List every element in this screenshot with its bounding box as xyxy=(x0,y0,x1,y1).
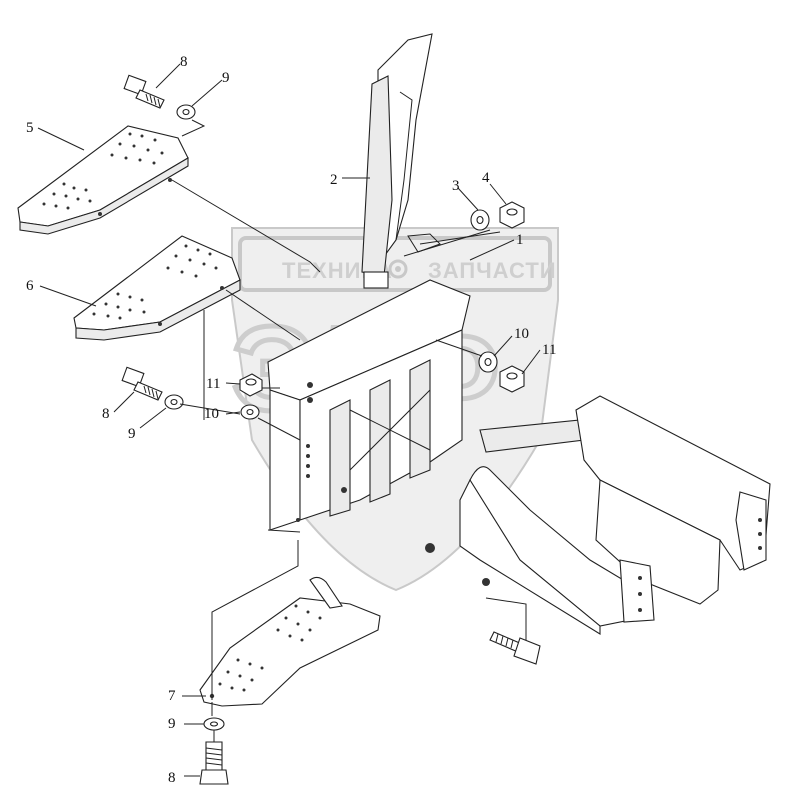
callout-3: 3 xyxy=(452,178,460,194)
bolt-8-top xyxy=(123,74,165,109)
assembly-lines xyxy=(171,119,527,742)
callout-11-left: 11 xyxy=(206,376,220,392)
callout-8-top: 8 xyxy=(180,54,188,70)
callout-9-middle: 9 xyxy=(128,426,136,442)
bolt-frame-bottom xyxy=(489,631,541,665)
washer-10-right xyxy=(478,351,498,373)
part-6-footrest xyxy=(73,235,241,341)
watermark-text-right: ЗАПЧАСТИ xyxy=(428,258,557,283)
callouts: 8 9 5 2 3 4 1 6 10 11 11 10 8 9 7 9 8 xyxy=(26,54,556,786)
callout-2: 2 xyxy=(330,172,338,188)
nut-11-left xyxy=(239,373,263,397)
callout-10-left: 10 xyxy=(204,406,219,422)
callout-4: 4 xyxy=(482,170,490,186)
part-7-footrest xyxy=(199,576,381,707)
bolt-8-bottom xyxy=(199,741,229,785)
callout-8-middle: 8 xyxy=(102,406,110,422)
washer-3 xyxy=(470,209,490,231)
callout-6: 6 xyxy=(26,278,34,294)
gear-icon xyxy=(388,259,408,279)
nut-4 xyxy=(499,201,525,229)
washer-9-middle xyxy=(164,394,184,410)
callout-7: 7 xyxy=(168,688,176,704)
washer-9-bottom xyxy=(203,717,225,731)
callout-11-right: 11 xyxy=(542,342,556,358)
part-2-lever xyxy=(361,33,433,289)
callout-1: 1 xyxy=(516,232,524,248)
callout-8-bottom: 8 xyxy=(168,770,176,786)
leader-lines xyxy=(37,63,541,777)
nut-11-right xyxy=(499,365,525,393)
callout-9-bottom: 9 xyxy=(168,716,176,732)
washer-10-left xyxy=(240,404,260,420)
callout-10-right: 10 xyxy=(514,326,529,342)
washer-9-top xyxy=(176,104,196,120)
right-support-frame xyxy=(425,395,771,635)
part-1-bracket xyxy=(267,231,501,531)
part-5-footrest xyxy=(17,125,189,235)
bolt-8-middle xyxy=(121,366,163,401)
callout-9-top: 9 xyxy=(222,70,230,86)
callout-5: 5 xyxy=(26,120,34,136)
